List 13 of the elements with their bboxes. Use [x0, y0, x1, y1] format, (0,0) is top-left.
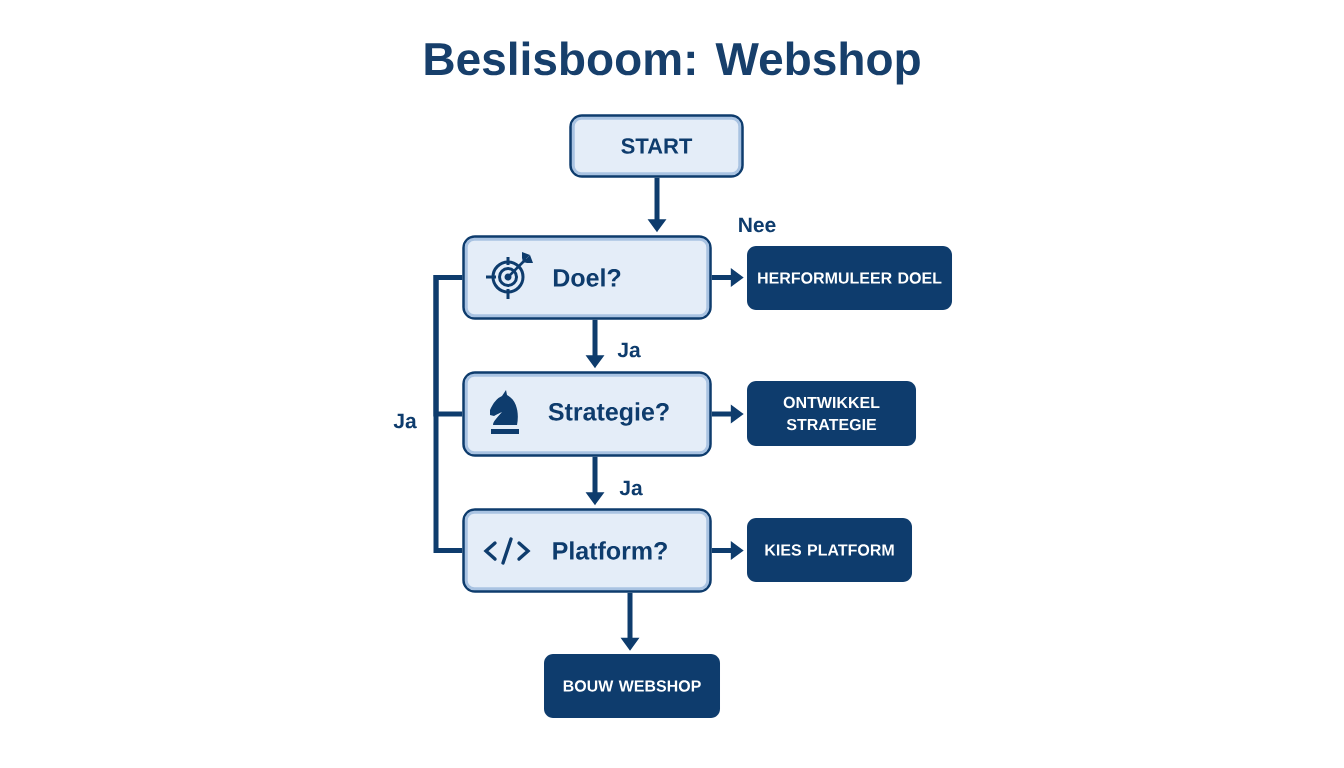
decision-box: Strategie?	[462, 371, 712, 457]
edge-label: Ja	[615, 341, 643, 359]
action-box: ONTWIKKEL STRATEGIE	[747, 381, 916, 446]
start-box: START	[569, 114, 744, 178]
edge-label: Ja	[391, 412, 419, 430]
end-box: BOUW WEBSHOP	[544, 654, 720, 718]
action-box: KIES PLATFORM	[747, 518, 912, 582]
decision-box: Doel?	[462, 235, 712, 320]
title: Beslisboom: Webshop	[425, 41, 920, 85]
action-box: HERFORMULEER DOEL	[747, 246, 952, 310]
edge-label: Ja	[617, 479, 645, 497]
edge-label: Nee	[736, 216, 778, 234]
decision-box: Platform?	[462, 508, 712, 593]
